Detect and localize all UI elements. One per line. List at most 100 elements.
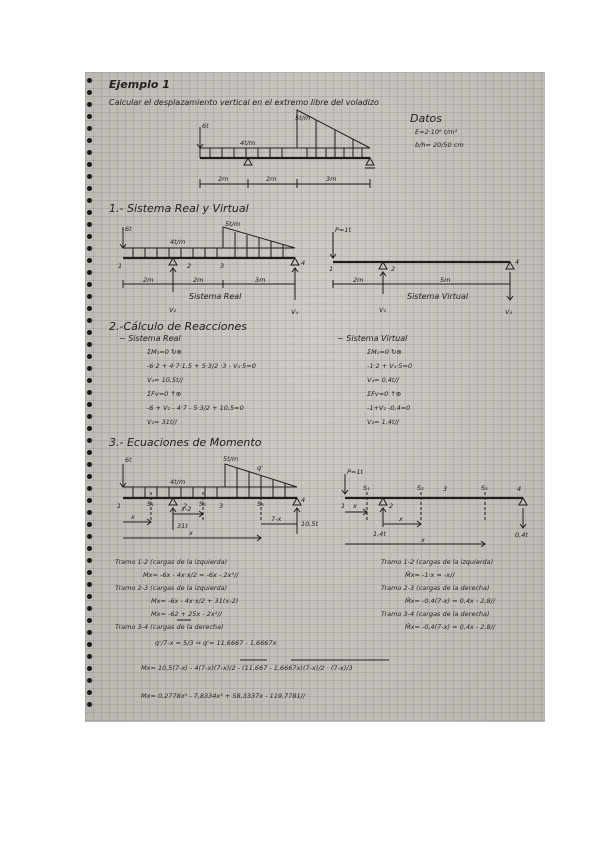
m-virtual-x1: x [353, 502, 357, 510]
m-real-node-2: 2 [183, 502, 188, 510]
m-real-tri: 5t/m [223, 455, 239, 463]
real-node-3: 3 [220, 262, 225, 270]
m-virtual-r4: 0,4t [515, 531, 528, 539]
virtual-eq-1: Tramo 1-2 (cargas de la izquierda) [381, 558, 494, 566]
reac-real-line-6: V₂= 31t// [147, 418, 177, 426]
m-real-s2: S₂ [199, 500, 206, 508]
moment-virtual-diagram [341, 474, 528, 548]
virtual-eq-5: Tramo 3-4 (cargas de la derecha) [381, 610, 490, 618]
real-eq-3: Tramo 2-3 (cargas de la izquierda) [115, 584, 228, 592]
m-real-node-3: 3 [219, 502, 224, 510]
m-virtual-r2: 1,4t [373, 530, 386, 538]
main-tri: 5t/m [295, 114, 311, 122]
virtual-eq-2: M̄x= -1·x = -x// [405, 571, 455, 579]
reac-real-line-2: -6·2 + 4·7·1,5 + 5·3/2 ·3 - V₄·5=0 [147, 362, 256, 370]
real-eq-2: Mx= -6x - 4x·x/2 = -6x - 2x²// [143, 571, 239, 579]
moment-real-diagram [119, 463, 302, 542]
real-system-diagram [119, 226, 300, 300]
m-virtual-node-3: 3 [443, 485, 448, 493]
virtual-reaction-v2: V₂ [379, 306, 387, 314]
real-eq-1: Tramo 1-2 (cargas de la izquierda) [115, 558, 228, 566]
m-real-udl: 4t/m [170, 478, 186, 486]
main-udl: 4t/m [240, 139, 256, 147]
m-real-s3: S₃ [257, 500, 264, 508]
main-dim-1: 2m [218, 175, 229, 183]
main-point-load: 6t [202, 122, 209, 130]
real-eq-6: Tramo 3-4 (cargas de la derecha) [115, 623, 224, 631]
real-udl: 4t/m [170, 238, 186, 246]
m-real-r2: 31t [177, 522, 188, 530]
datos-label: Datos [410, 112, 442, 125]
reac-virtual-line-4: ΣFv=0 ↑⊕ [367, 390, 402, 398]
virtual-eq-4: M̄x= -0,4(7-x) = 0,4x - 2,8// [405, 597, 496, 605]
m-virtual-node-4: 4 [517, 485, 522, 493]
virtual-dim-1: 2m [353, 276, 364, 284]
real-eq-4: Mx= -6x - 4x·x/2 + 31(x-2) [151, 597, 239, 605]
m-real-s1: S₁ [147, 500, 154, 508]
reac-real-title: ~ Sistema Real [119, 334, 181, 343]
sec1-heading: 1.- Sistema Real y Virtual [109, 202, 249, 215]
real-dim-2: 2m [193, 276, 204, 284]
m-real-x7: 7-x [271, 515, 282, 523]
m-virtual-x: x [421, 536, 425, 544]
real-reaction-v4: V₄ [291, 308, 299, 316]
main-dim-3: 3m [326, 175, 337, 183]
reac-virtual-title: ~ Sistema Virtual [337, 334, 408, 343]
reac-real-line-3: V₄= 10,5t// [147, 376, 183, 384]
real-node-2: 2 [187, 262, 192, 270]
virtual-node-4: 4 [515, 258, 520, 266]
reac-real-line-4: ΣFv=0 ↑⊕ [147, 390, 182, 398]
real-node-4: 4 [301, 259, 306, 267]
m-real-x: x [189, 529, 193, 537]
m-virtual-load: P=1t [347, 468, 364, 476]
real-point-load: 6t [125, 225, 132, 233]
real-reaction-v2: V₂ [169, 306, 177, 314]
datos-E: E=2·10⁶ t/m² [415, 128, 458, 136]
real-eq-7: q'/7-x = 5/3 ⇒ q'= 11,6667 - 1,6667x [155, 639, 277, 647]
sec2-heading: 2.-Cálculo de Reacciones [109, 320, 247, 333]
real-eq-9: Mx= 0,2778x³ - 7,8334x² + 58,3337x - 119… [141, 692, 306, 700]
virtual-eq-6: M̄x= -0,4(7-x) = 0,4x - 2,8// [405, 623, 496, 631]
m-real-node-4: 4 [301, 496, 306, 504]
virtual-node-1: 1 [329, 265, 334, 273]
reac-virtual-line-6: V₂= 1,4t// [367, 418, 399, 426]
reac-real-line-5: -6 + V₂ - 4·7 - 5·3/2 + 10,5=0 [147, 404, 244, 412]
reac-virtual-line-3: V₄= 0,4t// [367, 376, 399, 384]
reac-virtual-line-2: -1·2 + V₄·5=0 [367, 362, 413, 370]
real-node-1: 1 [118, 262, 123, 270]
real-dim-1: 2m [143, 276, 154, 284]
virtual-eq-3: Tramo 2-3 (cargas de la derecha) [381, 584, 490, 592]
m-virtual-node-2: 2 [389, 502, 394, 510]
m-virtual-x2: x [399, 515, 403, 523]
real-tri: 5t/m [225, 220, 241, 228]
m-real-x2: x-2 [181, 505, 192, 513]
m-real-x1: x [131, 513, 135, 521]
m-virtual-s1: S₁ [363, 484, 370, 492]
example-title: Ejemplo 1 [109, 78, 170, 91]
real-eq-8: Mx= 10,5(7-x) - 4(7-x)(7-x)/2 - (11,667 … [141, 664, 353, 672]
example-subtitle: Calcular el desplazamiento vertical en e… [109, 98, 379, 107]
m-real-q: q' [257, 464, 263, 472]
reac-virtual-line-5: -1+V₂ -0,4=0 [367, 404, 411, 412]
binding-holes [85, 72, 97, 722]
virtual-load: P=1t [335, 226, 352, 234]
virtual-node-2: 2 [391, 265, 396, 273]
diagrams-linework [119, 109, 528, 661]
sec3-heading: 3.- Ecuaciones de Momento [109, 436, 262, 449]
virtual-dim-2: 5m [440, 276, 451, 284]
real-eq-5: Mx= -62 + 25x - 2x²// [151, 610, 222, 618]
virtual-system-diagram [329, 232, 515, 301]
m-real-point-load: 6t [125, 456, 132, 464]
m-virtual-node-1: 1 [341, 502, 346, 510]
m-real-r4: 10,5t [301, 520, 319, 528]
real-caption: Sistema Real [189, 292, 242, 301]
main-beam-diagram [196, 109, 375, 188]
datos-bh: b/h= 20/50 cm [415, 141, 464, 149]
m-virtual-s3: S₃ [481, 484, 488, 492]
reac-virtual-line-1: ΣM₂=0 ↻⊕ [367, 348, 402, 356]
real-dim-3: 3m [255, 276, 266, 284]
m-real-node-1: 1 [117, 502, 122, 510]
virtual-caption: Sistema Virtual [407, 292, 469, 301]
main-dim-2: 2m [266, 175, 277, 183]
virtual-reaction-v4: V₄ [505, 308, 513, 316]
